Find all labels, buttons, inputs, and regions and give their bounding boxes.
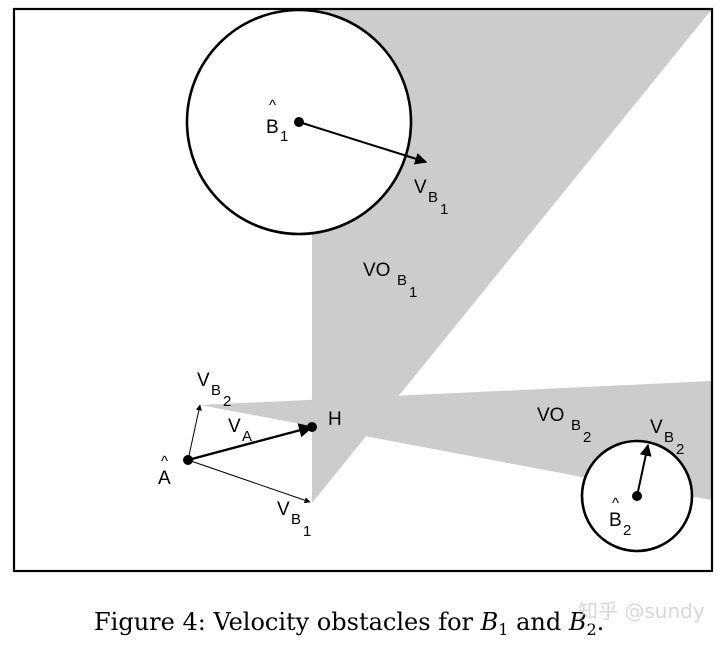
caption-sub2: 2 <box>586 620 596 639</box>
va-label-sub: A <box>242 428 252 445</box>
vb2-arrow <box>636 443 652 497</box>
figure-caption: Figure 4: Velocity obstacles for B1 and … <box>94 608 604 639</box>
caption-end: . <box>597 608 605 636</box>
b1-hat: ^ <box>269 97 276 114</box>
vo-b2-label-sub: 2 <box>583 429 591 446</box>
vo-b2-label: VO <box>537 405 564 426</box>
vb1-label-b: B <box>428 189 438 206</box>
a-hat: ^ <box>161 453 168 470</box>
vo-b1-label-b: B <box>397 272 407 289</box>
vb2-label-b: B <box>211 382 221 399</box>
a-label: A <box>158 468 171 489</box>
b2-center-point <box>632 491 642 501</box>
b1-subscript: 1 <box>280 128 288 145</box>
vb2-right-label-sub: 2 <box>676 441 684 458</box>
vb1-label: V <box>414 177 427 198</box>
vo-b1-label: VO <box>363 260 390 281</box>
figure-frame <box>12 7 714 573</box>
a-point <box>183 455 193 465</box>
vb1-construction-arrow <box>187 459 311 504</box>
caption-and: and <box>508 608 568 636</box>
b2-label: B <box>609 510 622 531</box>
vb2-label-sub: 2 <box>223 393 231 410</box>
vb2-right-label-b: B <box>664 429 674 446</box>
h-point <box>307 422 317 432</box>
b2-subscript: 2 <box>623 522 631 539</box>
va-arrow <box>187 423 314 462</box>
watermark: 知乎 @sundy <box>578 599 705 623</box>
caption-b1: B <box>480 608 499 636</box>
vb1-lower-label-sub: 1 <box>303 523 311 540</box>
vo-b2-label-b: B <box>571 417 581 434</box>
vb2-right-label: V <box>650 417 663 438</box>
b1-center-point <box>294 117 304 127</box>
b1-label: B <box>266 117 279 138</box>
vb1-lower-label-b: B <box>291 511 301 528</box>
va-label: V <box>228 416 241 437</box>
vb2-label: V <box>197 370 210 391</box>
vb1-lower-label: V <box>277 499 290 520</box>
h-label: H <box>328 409 342 430</box>
caption-sub1: 1 <box>498 620 508 639</box>
b2-hat: ^ <box>612 495 619 512</box>
vo-b2-cone <box>200 381 712 500</box>
vb1-arrow <box>298 121 428 165</box>
caption-b2: B <box>568 608 587 636</box>
vb2-construction-arrow <box>187 404 202 461</box>
caption-prefix: Figure 4: Velocity obstacles for <box>94 608 481 636</box>
vb1-label-sub: 1 <box>440 201 448 218</box>
vo-b1-label-sub: 1 <box>409 284 417 301</box>
